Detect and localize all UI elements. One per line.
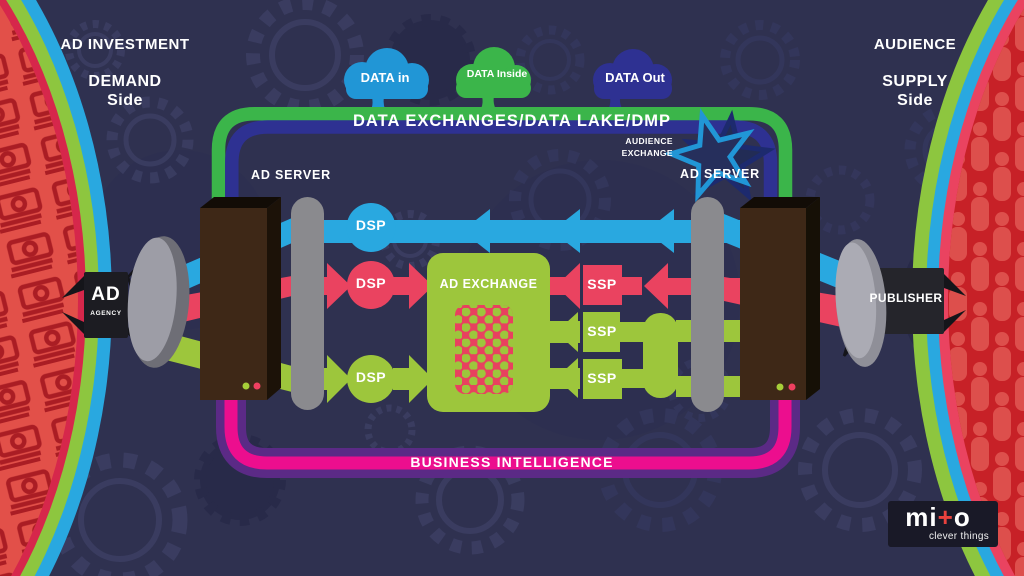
tower-rail-left [291,197,324,410]
ad-agency-label-line2: AGENCY [90,310,122,317]
mito-logo-brand: mi+o [888,502,988,533]
bottom-band-label: BUSINESS INTELLIGENCE [410,454,614,470]
audience-exchange-label-line2: EXCHANGE [621,148,673,158]
publisher-box [868,268,944,334]
lens-right [835,239,887,367]
audience-exchange-star-icon [663,108,776,203]
demand-heading: AD INVESTMENT [60,36,190,53]
ssp-label-green-1: SSP [587,323,617,339]
ad-server-label-left: AD SERVER [251,168,331,182]
demand-sub1: DEMAND [88,73,162,90]
ssp-pipes-green [548,312,742,399]
logo-plus-icon: + [937,502,954,532]
publisher-circle-connector [944,274,966,332]
demand-ad-server-tower [200,197,281,400]
ad-server-label-right: AD SERVER [680,167,760,181]
dsp-label-green: DSP [355,369,387,385]
supply-sub2: Side [897,92,933,109]
cloud-data-in-icon [344,48,429,118]
cloud-data-inside-icon [456,47,531,116]
business-intelligence-loop [216,205,800,478]
ad-exchange-box [427,253,550,412]
agency-circle-connector [62,276,84,334]
ssp-label-green-2: SSP [587,370,617,386]
demand-circle [0,0,112,576]
ssp-label-red: SSP [587,276,617,292]
supply-heading: AUDIENCE [873,36,957,53]
mito-logo: mi+o clever things [888,501,998,547]
dsp-pipe-blue [316,203,742,253]
tower-rail-right [691,197,724,412]
logo-brand-post: o [953,502,971,532]
cloud-data-out-label: DATA Out [605,70,665,85]
dsp-label-red: DSP [355,275,387,291]
top-band-label: DATA EXCHANGES/DATA LAKE/DMP [353,112,671,130]
ad-exchange-label: AD EXCHANGE [439,277,538,291]
lens-left [127,236,190,368]
logo-brand-pre: mi [905,502,938,532]
cloud-data-in-label: DATA in [360,70,410,85]
cloud-data-out-icon [593,49,672,116]
supply-sub1: SUPPLY [882,73,948,90]
mito-logo-tagline: clever things [928,531,989,542]
cloud-data-inside-label: DATA Inside [466,68,528,80]
demand-sub2: Side [107,92,143,109]
ad-agency-label-line1: AD [91,284,121,305]
ad-agency-box [84,272,128,338]
audience-exchange-label-line1: AUDIENCE [625,136,673,146]
publisher-label: PUBLISHER [869,291,943,305]
supply-ad-server-tower [740,197,820,400]
dsp-label-blue: DSP [355,217,387,233]
supply-circle [912,0,1024,576]
